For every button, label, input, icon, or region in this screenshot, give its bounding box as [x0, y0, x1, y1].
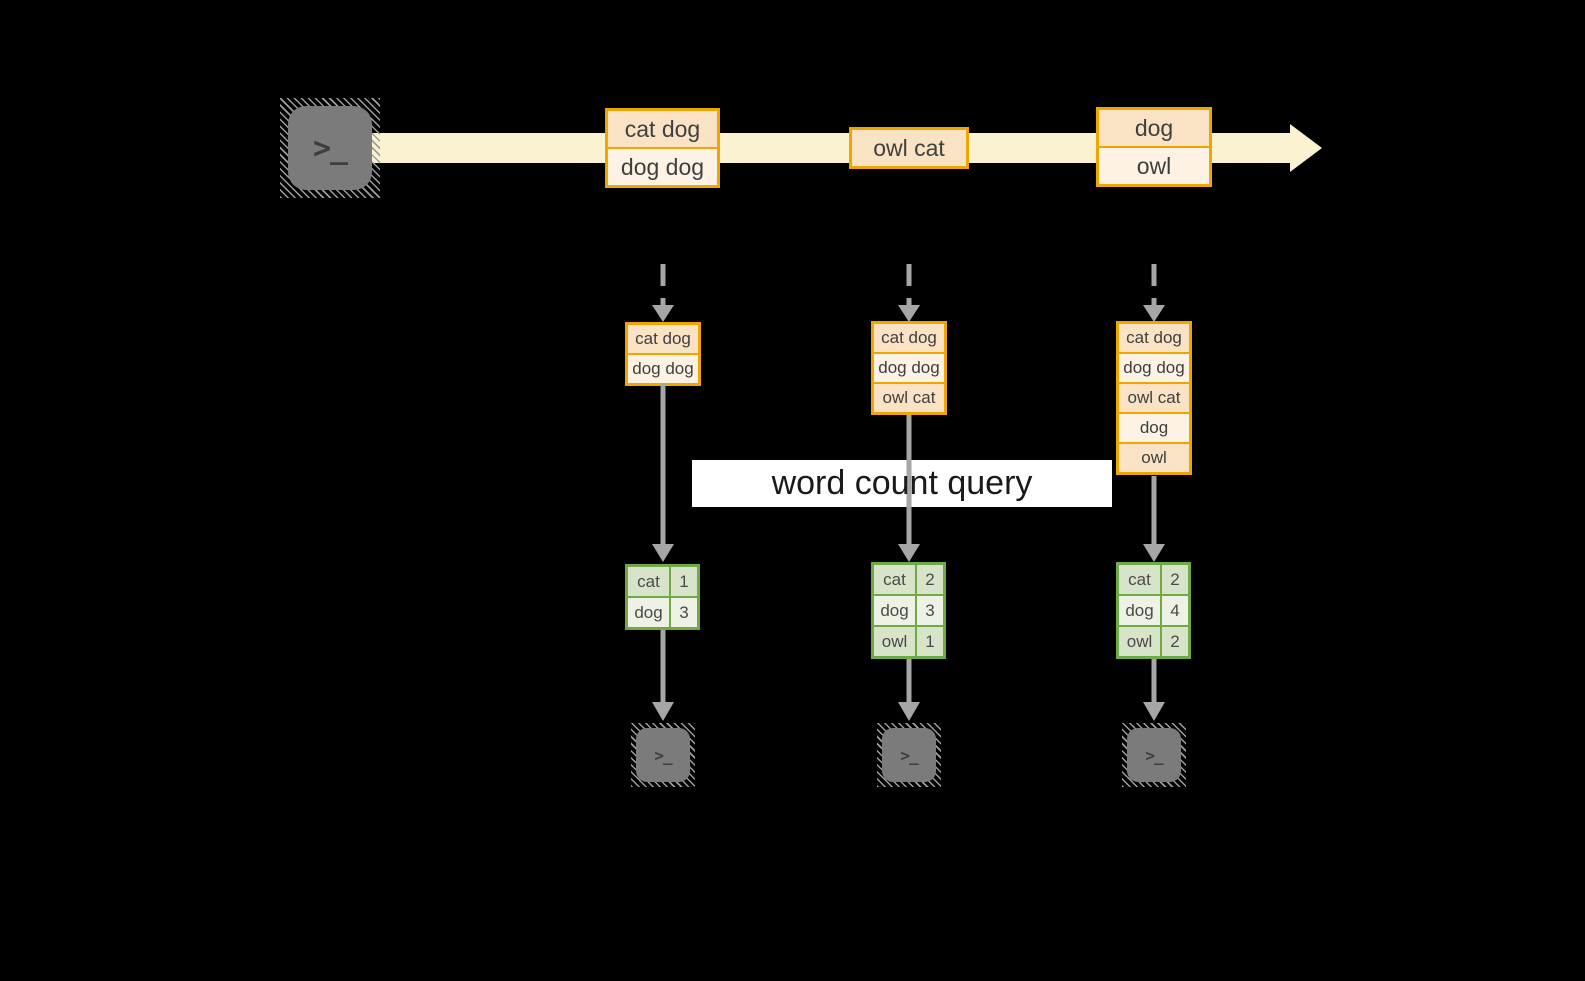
batch-row: owl [1119, 444, 1189, 472]
query-banner-background [692, 460, 1112, 507]
arrowhead-icon [898, 702, 920, 721]
table-row: dog 4 [1119, 596, 1188, 625]
prompt-glyph: >_ [312, 130, 348, 166]
batch-row: dog dog [874, 354, 944, 382]
arrowhead-icon [652, 702, 674, 721]
batch-row: owl cat [852, 130, 966, 166]
arrowhead-icon [1143, 702, 1165, 721]
word-cell: dog [628, 598, 669, 627]
word-cell: dog [1119, 596, 1160, 625]
result-table-2: cat 2 dog 3 owl 1 [871, 562, 946, 659]
stream-batch-1: cat dog dog dog [605, 108, 720, 188]
prompt-glyph: >_ [1145, 745, 1163, 765]
micro-batch-3: cat dog dog dog owl cat dog owl [1116, 321, 1192, 475]
batch-row: dog dog [608, 149, 717, 185]
batch-row: dog [1119, 414, 1189, 442]
stream-batch-2: owl cat [849, 127, 969, 169]
count-cell: 2 [1162, 565, 1188, 594]
batch-row: dog [1099, 110, 1209, 146]
batch-row: cat dog [1119, 324, 1189, 352]
count-cell: 2 [917, 565, 943, 594]
arrowhead-icon [652, 544, 674, 562]
word-cell: owl [1119, 627, 1160, 656]
word-cell: dog [874, 596, 915, 625]
count-cell: 2 [1162, 627, 1188, 656]
stream-arrow-head-icon [1290, 124, 1322, 172]
prompt-glyph: >_ [900, 745, 918, 765]
query-banner-label: word count query [771, 464, 1033, 502]
output-terminal-icon-1: >_ [631, 723, 695, 787]
terminal-screen: >_ [288, 106, 372, 190]
terminal-screen: >_ [636, 728, 690, 782]
micro-batch-2: cat dog dog dog owl cat [871, 321, 947, 415]
batch-row: cat dog [874, 324, 944, 352]
table-row: cat 1 [628, 567, 697, 596]
table-row: dog 3 [628, 598, 697, 627]
arrowhead-icon [1143, 305, 1165, 322]
word-cell: cat [874, 565, 915, 594]
micro-batch-1: cat dog dog dog [625, 322, 701, 386]
terminal-screen: >_ [882, 728, 936, 782]
table-row: dog 3 [874, 596, 943, 625]
arrowhead-icon [898, 544, 920, 562]
count-cell: 1 [917, 627, 943, 656]
batch-row: owl cat [874, 384, 944, 412]
arrowhead-icon [652, 305, 674, 322]
output-terminal-icon-3: >_ [1122, 723, 1186, 787]
prompt-glyph: >_ [654, 745, 672, 765]
count-cell: 1 [671, 567, 697, 596]
result-table-3: cat 2 dog 4 owl 2 [1116, 562, 1191, 659]
count-cell: 3 [917, 596, 943, 625]
batch-row: owl cat [1119, 384, 1189, 412]
arrowhead-icon [1143, 544, 1165, 562]
arrowhead-icon [898, 305, 920, 322]
word-cell: cat [1119, 565, 1160, 594]
table-row: cat 2 [874, 565, 943, 594]
result-table-1: cat 1 dog 3 [625, 564, 700, 630]
count-cell: 4 [1162, 596, 1188, 625]
word-cell: owl [874, 627, 915, 656]
table-row: owl 2 [1119, 627, 1188, 656]
table-row: owl 1 [874, 627, 943, 656]
source-terminal-icon: >_ [280, 98, 380, 198]
batch-row: cat dog [628, 325, 698, 353]
batch-row: dog dog [628, 355, 698, 383]
batch-row: cat dog [608, 111, 717, 147]
table-row: cat 2 [1119, 565, 1188, 594]
output-terminal-icon-2: >_ [877, 723, 941, 787]
word-cell: cat [628, 567, 669, 596]
count-cell: 3 [671, 598, 697, 627]
stream-batch-3: dog owl [1096, 107, 1212, 187]
batch-row: owl [1099, 148, 1209, 184]
batch-row: dog dog [1119, 354, 1189, 382]
terminal-screen: >_ [1127, 728, 1181, 782]
